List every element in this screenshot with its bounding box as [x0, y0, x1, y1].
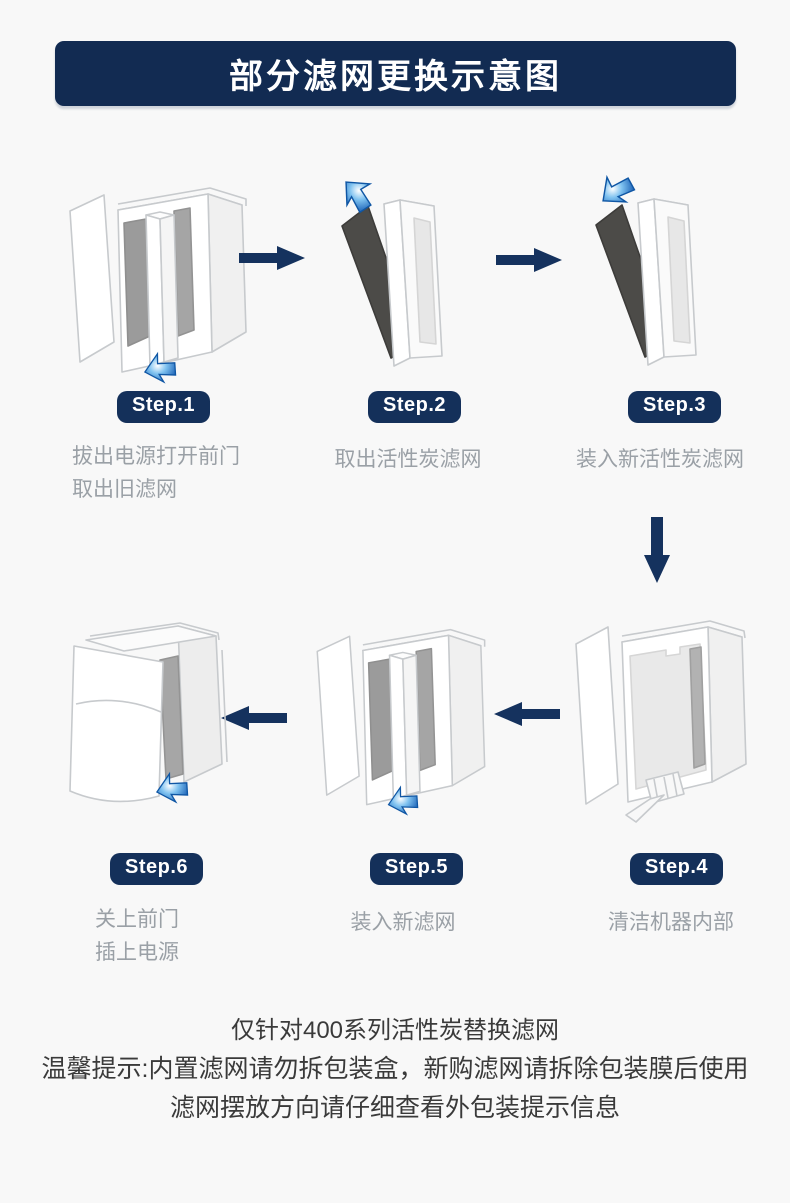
step4-caption: 清洁机器内部 [608, 911, 734, 934]
glow-cursor-arrow-icon [143, 351, 177, 384]
step6-caption: 关上前门 插上电源 [95, 903, 179, 969]
caption-line: 关上前门 [95, 908, 179, 931]
step5-caption: 装入新滤网 [350, 911, 456, 934]
caption-line: 取出旧滤网 [72, 478, 177, 501]
step-badge-5: Step.5 [370, 853, 464, 885]
step2-caption: 取出活性炭滤网 [334, 448, 482, 471]
flow-arrow-right-icon [496, 248, 562, 272]
page-title: 部分滤网更换示意图 [229, 58, 562, 96]
step1-illustration open-machine-icon [69, 187, 247, 384]
step4-illustration vacuum-nozzle-icon [575, 620, 747, 823]
title-banner: 部分滤网更换示意图 [55, 41, 736, 106]
caption-line: 拔出电源打开前门 [72, 445, 240, 468]
step-badge-2: Step.2 [368, 391, 462, 423]
step1-caption: 拔出电源打开前门 取出旧滤网 [72, 440, 240, 506]
step3-illustration carbon-filter-icon [595, 174, 697, 366]
step-badge-1: Step.1 [117, 391, 211, 423]
step5-illustration open-machine-icon [316, 628, 486, 816]
glow-cursor-arrow-icon [602, 174, 636, 203]
note-series-scope: 仅针对400系列活性炭替换滤网 [230, 1017, 560, 1044]
caption-line: 插上电源 [95, 941, 179, 964]
flow-arrow-down-icon [644, 517, 670, 583]
glow-cursor-arrow-icon [155, 771, 189, 804]
flow-arrow-left-icon [221, 706, 287, 730]
note-orientation-tip: 滤网摆放方向请仔细查看外包装提示信息 [169, 1094, 620, 1122]
step3-caption: 装入新活性炭滤网 [576, 448, 744, 471]
glow-cursor-arrow-icon [345, 181, 373, 214]
flow-arrow-left-icon [494, 702, 560, 726]
step-badge-3: Step.3 [628, 391, 722, 423]
step6-illustration closed-machine-icon [69, 622, 228, 804]
note-warm-tip: 温馨提示:内置滤网请勿拆包装盒，新购滤网请拆除包装膜后使用 [41, 1055, 749, 1083]
flow-arrow-right-icon [239, 246, 305, 270]
glow-cursor-arrow-icon [387, 785, 419, 816]
step-badge-6: Step.6 [110, 853, 204, 885]
step2-illustration carbon-filter-icon [341, 181, 443, 367]
step-badge-4: Step.4 [630, 853, 724, 885]
